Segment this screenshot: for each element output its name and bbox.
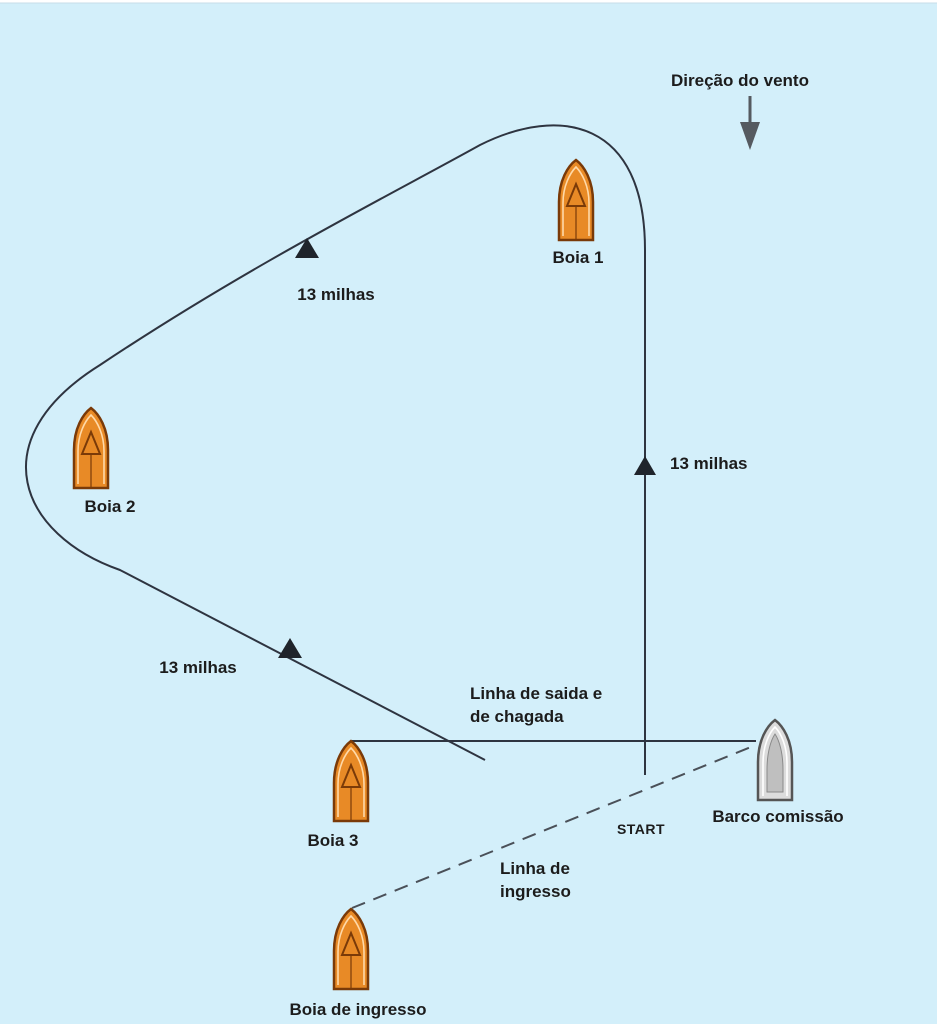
water-background [0,3,937,1024]
course-arrow-bottom-leg [278,638,302,658]
right-leg-distance-label: 13 milhas [670,454,748,473]
buoy-1-label: Boia 1 [552,248,603,267]
top-leg-distance-label: 13 milhas [297,285,375,304]
wind-direction-label: Direção do vento [671,71,809,90]
course-arrow-top-leg [295,238,319,258]
entry-line-label-line-2: ingresso [500,882,571,901]
entry-line [351,744,757,909]
entry-buoy-label: Boia de ingresso [290,1000,427,1019]
entry-line-label-line-1: Linha de [500,859,570,878]
start-label: START [617,821,665,837]
start-finish-line-label-line-2: de chagada [470,707,564,726]
start-finish-line-label-line-1: Linha de saida e [470,684,602,703]
buoy-2-label: Boia 2 [84,497,135,516]
committee-boat-label: Barco comissão [712,807,843,826]
wind-arrow-icon [740,96,760,150]
bottom-leg-distance-label: 13 milhas [159,658,237,677]
buoy-3-label: Boia 3 [307,831,358,850]
course-arrow-right-leg [634,456,656,475]
course-route [25,124,646,775]
